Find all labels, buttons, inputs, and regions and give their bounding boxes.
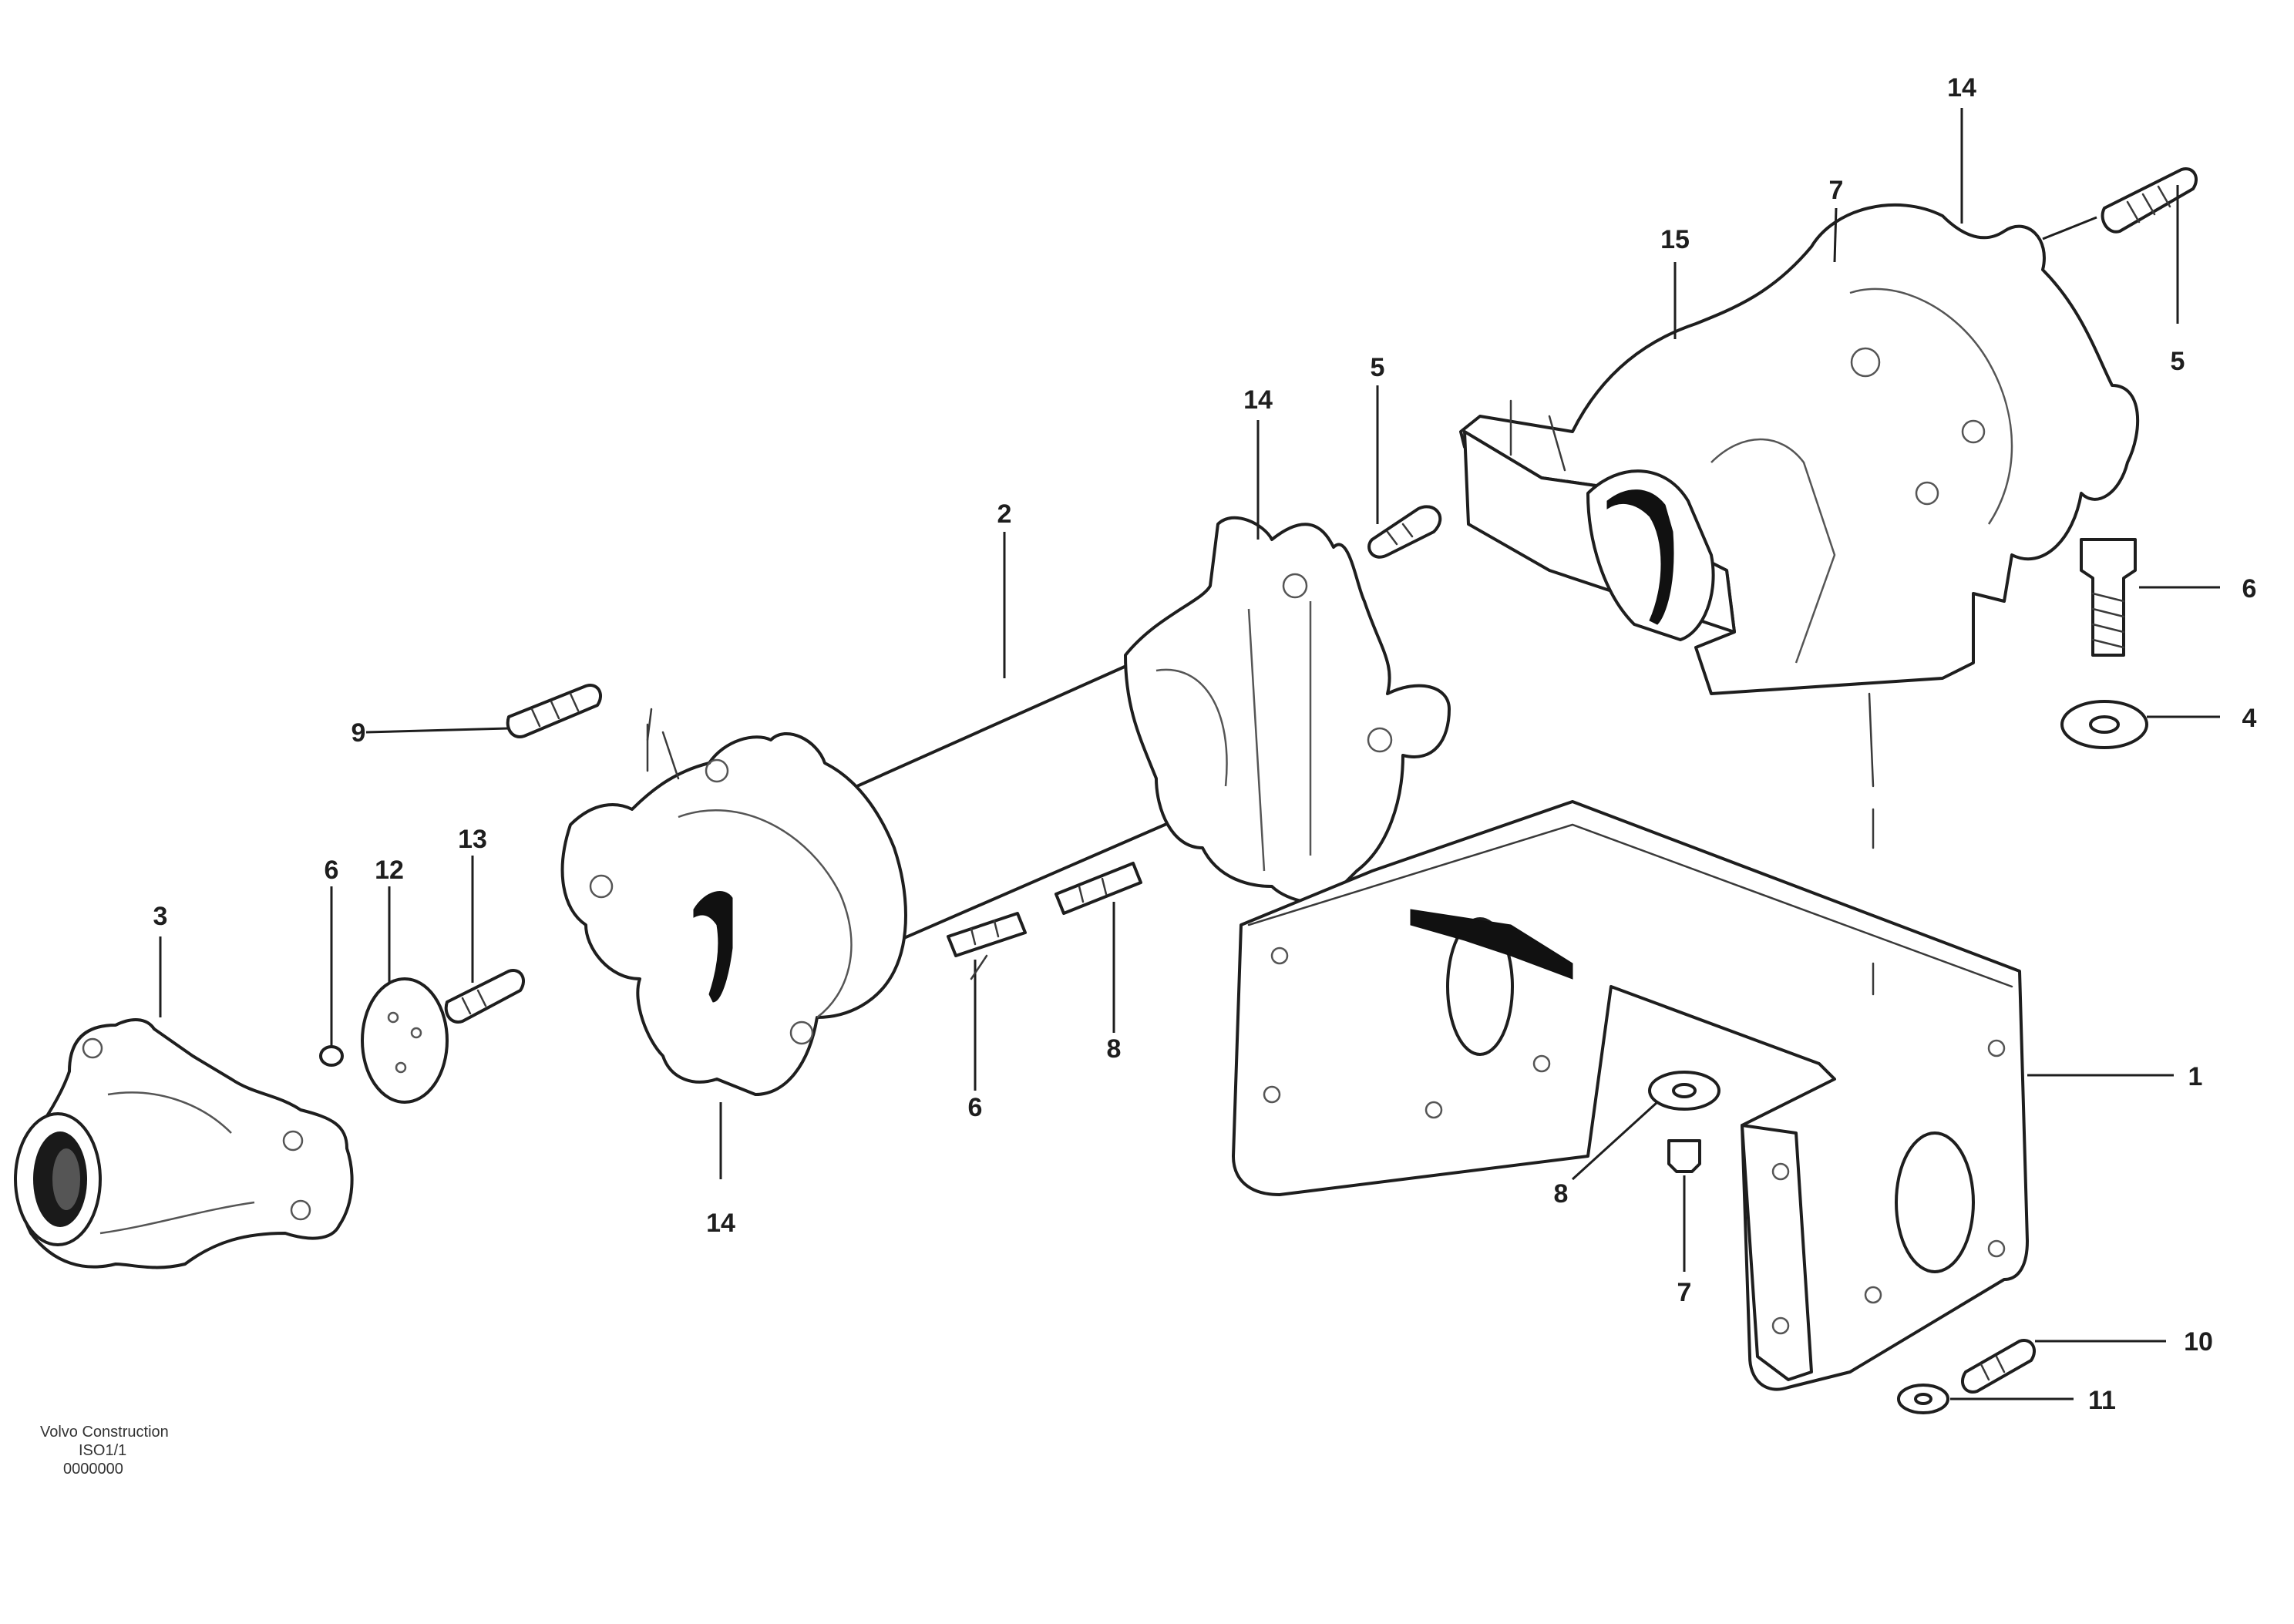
spacers-under-shaft (947, 862, 1142, 957)
propeller-shaft (560, 516, 1451, 1096)
callout-12: 12 (375, 856, 404, 885)
axle-housing (14, 1018, 354, 1269)
bolt-left (506, 684, 602, 738)
callout-6-bottom: 6 (968, 1093, 983, 1122)
mounting-bracket (1232, 800, 2029, 1391)
bearing-housing (1459, 203, 2140, 695)
callout-1: 1 (2188, 1062, 2203, 1091)
stamp-line-1: Volvo Construction (40, 1424, 169, 1441)
callout-10: 10 (2184, 1327, 2213, 1357)
callout-8-bottom: 8 (1107, 1034, 1122, 1064)
callout-14-bottom: 14 (706, 1209, 735, 1238)
callout-9-left: 9 (352, 718, 366, 748)
drawing-stamp: Volvo Construction ISO1/1 0000000 (40, 1423, 169, 1478)
bolt-mid (1367, 505, 1442, 559)
callout-labels: 14 7 15 5 14 5 2 6 4 9 6 12 13 3 14 6 8 … (153, 73, 2257, 1415)
washer-right (2060, 700, 2148, 749)
vertical-bolt-right (2080, 538, 2137, 657)
callout-5-mid: 5 (1371, 353, 1385, 382)
leader-lines (159, 108, 2220, 1400)
stamp-line-3: 0000000 (63, 1461, 123, 1478)
callout-2: 2 (997, 499, 1012, 529)
pin-10 (1961, 1339, 2036, 1394)
callout-7-bracket: 7 (1677, 1278, 1692, 1307)
bracket-bolt (1667, 1139, 1701, 1173)
callout-6-right: 6 (2242, 574, 2257, 604)
callout-14-mid: 14 (1243, 385, 1273, 415)
bracket-washer (1648, 1071, 1720, 1111)
callout-11: 11 (2088, 1386, 2116, 1415)
callout-4-right: 4 (2242, 704, 2257, 733)
stamp-line-2: ISO1/1 (79, 1442, 127, 1459)
bolt-top-right (2042, 167, 2198, 240)
callout-8-bracket: 8 (1554, 1179, 1569, 1209)
callout-5-top-right: 5 (2171, 347, 2185, 376)
callout-3: 3 (153, 902, 168, 931)
callout-14-top: 14 (1947, 73, 1976, 103)
pin-11 (1897, 1384, 1949, 1414)
callout-7-top: 7 (1829, 176, 1844, 205)
callout-13: 13 (458, 825, 487, 854)
callout-6-left: 6 (325, 856, 339, 885)
left-small-parts (319, 969, 525, 1104)
callout-15: 15 (1660, 225, 1690, 254)
